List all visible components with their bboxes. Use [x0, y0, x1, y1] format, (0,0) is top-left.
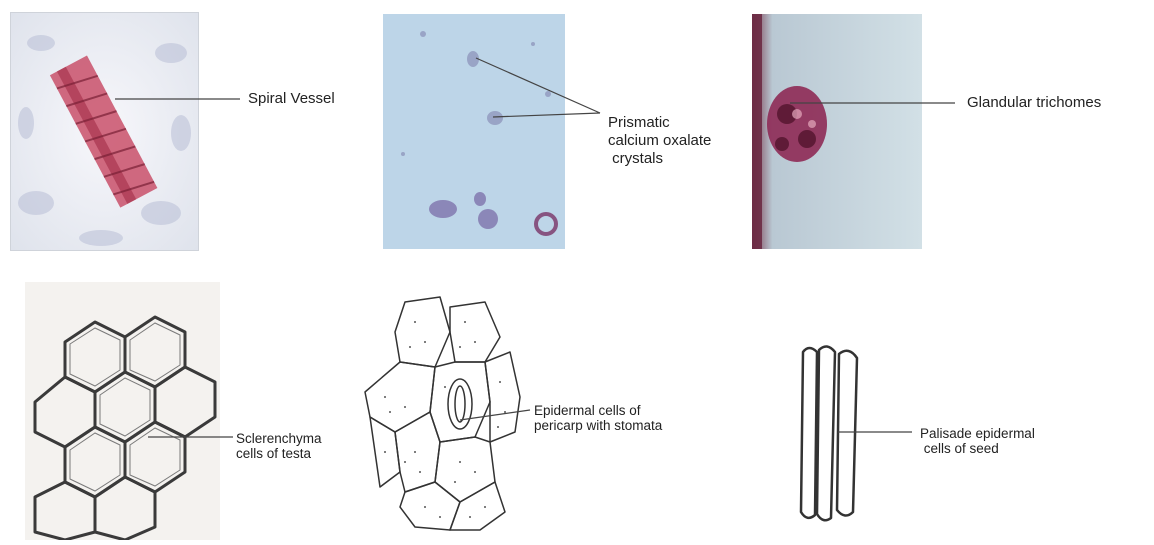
micrograph-spiral-vessel [10, 12, 199, 251]
label-epidermal-line-1: Epidermal cells of [534, 403, 662, 418]
label-palisade-line-2: cells of seed [920, 441, 1035, 456]
label-sclerenchyma: Sclerenchyma cells of testa [236, 431, 322, 461]
drawing-epidermal-cells [360, 292, 525, 532]
label-palisade: Palisade epidermal cells of seed [920, 426, 1035, 456]
label-trichomes: Glandular trichomes [967, 94, 1101, 112]
label-crystals-line-2: calcium oxalate [608, 132, 711, 150]
label-sclerenchyma-line-2: cells of testa [236, 446, 322, 461]
label-epidermal-line-2: pericarp with stomata [534, 418, 662, 433]
label-crystals-line-1: Prismatic [608, 114, 711, 132]
micrograph-crystals [383, 14, 565, 249]
label-epidermal: Epidermal cells of pericarp with stomata [534, 403, 662, 433]
micrograph-trichomes [752, 14, 922, 249]
label-sclerenchyma-line-1: Sclerenchyma [236, 431, 322, 446]
label-palisade-line-1: Palisade epidermal [920, 426, 1035, 441]
label-spiral-vessel: Spiral Vessel [248, 90, 335, 108]
drawing-palisade-cells [795, 340, 865, 525]
label-crystals: Prismatic calcium oxalate crystals [608, 114, 711, 168]
drawing-sclerenchyma [25, 282, 220, 540]
label-crystals-line-3: crystals [608, 150, 711, 168]
